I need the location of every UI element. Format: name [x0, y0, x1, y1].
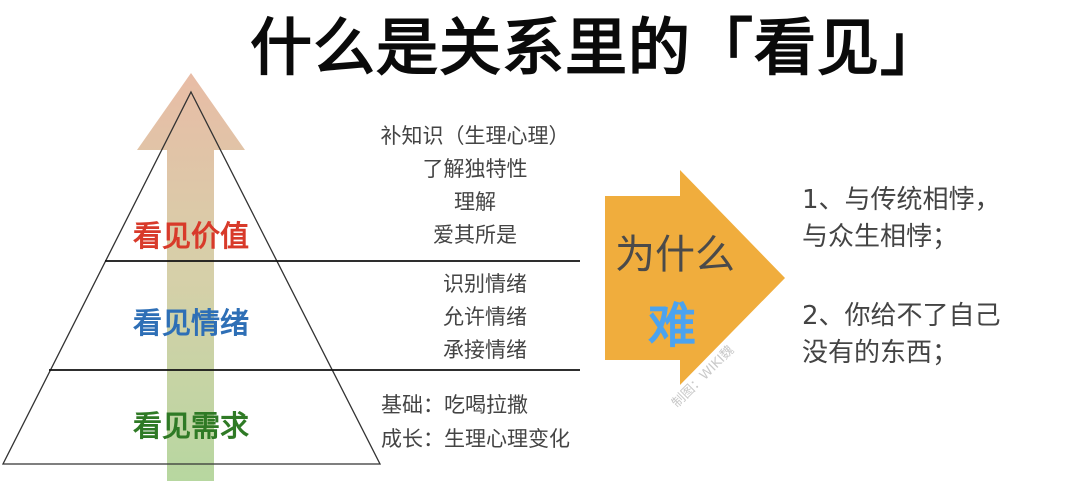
emotion-descriptions: 识别情绪 允许情绪 承接情绪 [395, 268, 575, 367]
emotion-desc-2: 允许情绪 [443, 305, 527, 329]
why-arrow-question: 为什么 [615, 232, 735, 278]
needs-desc-1: 基础：吃喝拉撒 [381, 393, 528, 417]
emotion-desc-1: 识别情绪 [443, 272, 527, 296]
reason-2: 2、你给不了自己 没有的东西； [802, 298, 1001, 372]
reason-1: 1、与传统相悖， 与众生相悖； [802, 182, 1001, 256]
needs-descriptions: 基础：吃喝拉撒 成长：生理心理变化 [381, 388, 570, 456]
page-title: 什么是关系里的「看见」 [250, 11, 944, 84]
needs-desc-2: 成长：生理心理变化 [381, 427, 570, 451]
value-descriptions: 补知识（生理心理） 了解独特性 理解 爱其所是 [355, 120, 595, 252]
up-arrow-icon [137, 73, 245, 481]
value-desc-4: 爱其所是 [433, 223, 517, 247]
level-label-emotion: 看见情绪 [132, 306, 249, 340]
reason-2-line-2: 没有的东西； [802, 338, 959, 368]
reason-2-line-1: 2、你给不了自己 [802, 301, 1001, 331]
value-desc-1: 补知识（生理心理） [380, 124, 570, 148]
reason-1-line-2: 与众生相悖； [802, 222, 959, 252]
pyramid-outline [1, 90, 382, 465]
emotion-desc-3: 承接情绪 [443, 338, 527, 362]
why-arrow-icon [605, 170, 785, 385]
reason-1-line-1: 1、与传统相悖， [802, 185, 1001, 215]
value-desc-3: 理解 [454, 190, 496, 214]
level-label-value: 看见价值 [132, 219, 249, 253]
value-desc-2: 了解独特性 [422, 157, 528, 181]
level-label-needs: 看见需求 [132, 409, 249, 443]
why-arrow-hard: 难 [648, 298, 697, 354]
